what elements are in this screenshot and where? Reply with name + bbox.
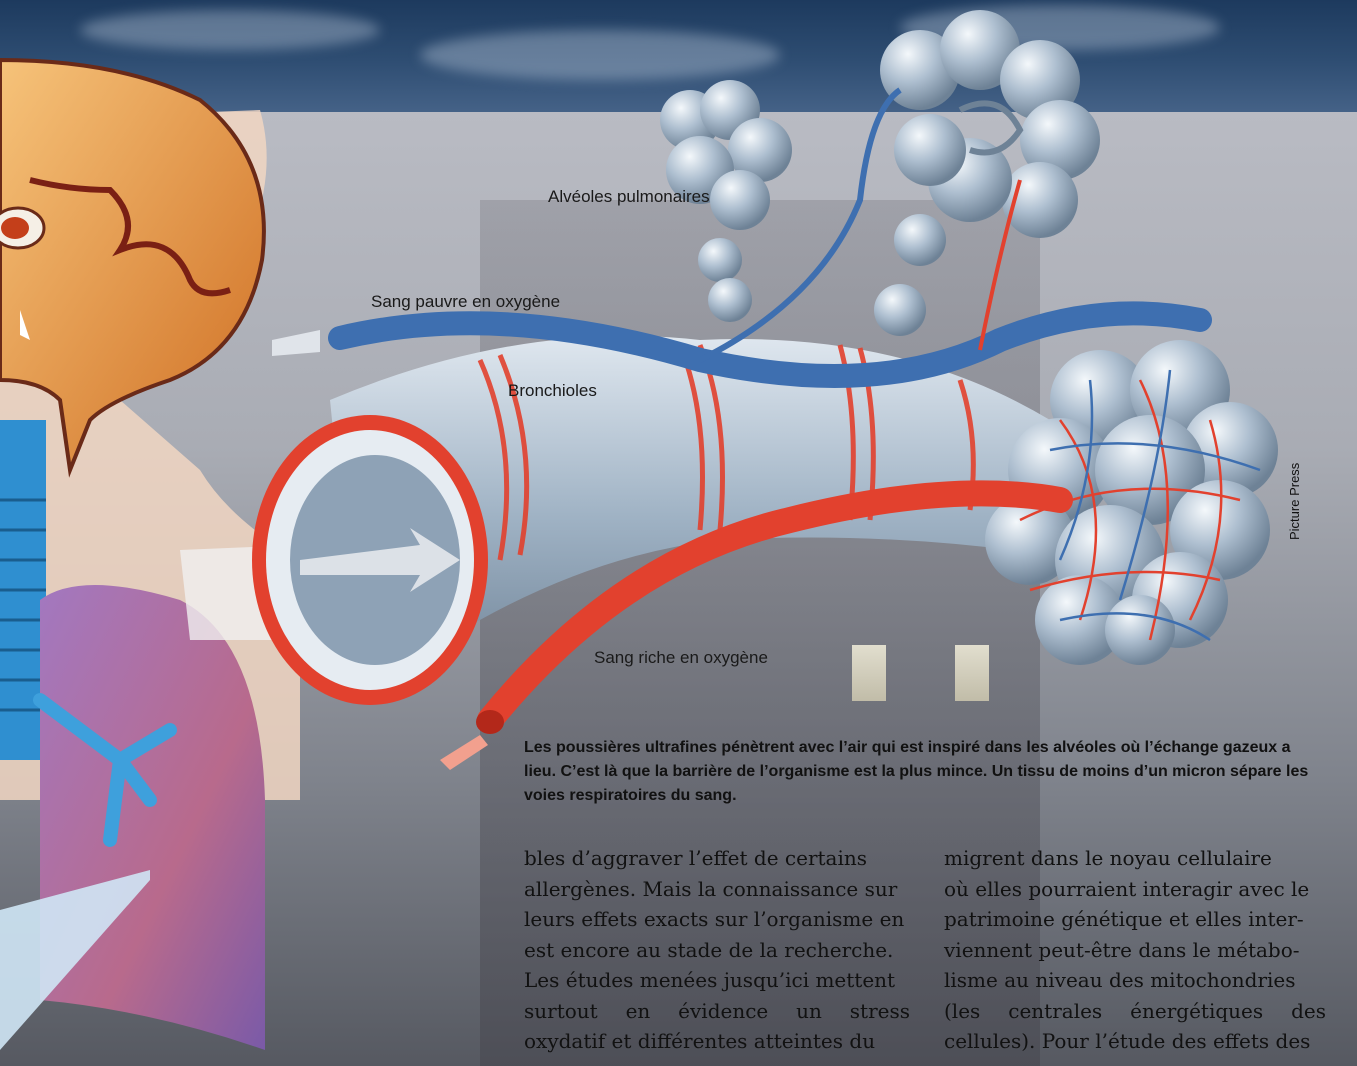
text-line: migrent dans le noyau cellulaire <box>944 843 1326 874</box>
figure-caption: Les poussières ultrafines pénètrent avec… <box>524 736 1324 808</box>
text-line: lisme au niveau des mitochondries <box>944 965 1326 996</box>
artery-opening <box>476 710 504 734</box>
text-line: leurs effets exacts sur l’organisme en <box>524 904 910 935</box>
text-line: Les études menées jusqu’ici mettent <box>524 965 910 996</box>
text-line: patrimoine génétique et elles inter- <box>944 904 1326 935</box>
artery-arrow <box>440 735 488 770</box>
text-line: bles d’aggraver l’effet de certains <box>524 843 910 874</box>
label-bronchioles: Bronchioles <box>508 381 597 401</box>
vein-arrow <box>272 330 320 356</box>
text-line: (les centrales énergétiques des <box>944 996 1326 1027</box>
nose-particle <box>1 217 29 239</box>
text-column-left: bles d’aggraver l’effet de certains alle… <box>524 843 910 1057</box>
text-column-right: migrent dans le noyau cellulaire où elle… <box>944 843 1326 1057</box>
text-line: surtout en évidence un stress <box>524 996 910 1027</box>
text-line: est encore au stade de la recherche. <box>524 935 910 966</box>
text-line: cellules). Pour l’étude des effets des <box>944 1026 1326 1057</box>
label-sang-riche: Sang riche en oxygène <box>594 648 768 668</box>
text-line: viennent peut-être dans le métabo- <box>944 935 1326 966</box>
text-line: allergènes. Mais la connaissance sur <box>524 874 910 905</box>
text-line: où elles pourraient interagir avec le <box>944 874 1326 905</box>
text-line: oxydatif et différentes atteintes du <box>524 1026 910 1057</box>
alveoli-cluster-cutaway <box>874 10 1100 336</box>
photo-credit: Picture Press <box>1287 463 1302 540</box>
label-alveoles: Alvéoles pulmonaires <box>548 187 710 207</box>
lung <box>40 585 265 1050</box>
label-sang-pauvre: Sang pauvre en oxygène <box>371 292 560 312</box>
